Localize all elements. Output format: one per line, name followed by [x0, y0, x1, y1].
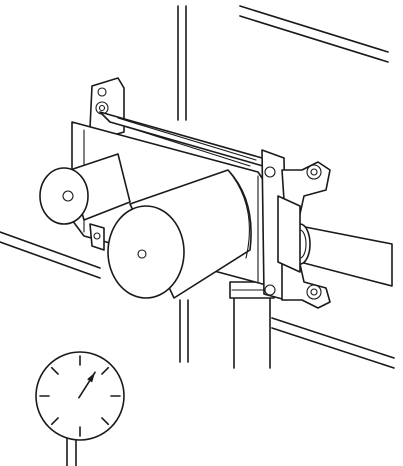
supply-pipe-horizontal [289, 223, 393, 287]
protective-cap-small [39, 153, 131, 225]
gauge-tick [50, 417, 59, 426]
gauge-tick [50, 366, 59, 375]
mounting-bracket-top [89, 77, 125, 141]
gauge-tick [101, 366, 110, 375]
mounting-bracket-bottom [89, 223, 105, 251]
mounting-flange-right [261, 149, 331, 309]
wall-tile-lines [0, 5, 395, 369]
pressure-gauge [35, 351, 125, 466]
gauge-ticks [39, 355, 121, 437]
gauge-tick [101, 417, 110, 426]
gauge-needle-head [87, 372, 96, 383]
protective-cap-large [107, 169, 252, 299]
